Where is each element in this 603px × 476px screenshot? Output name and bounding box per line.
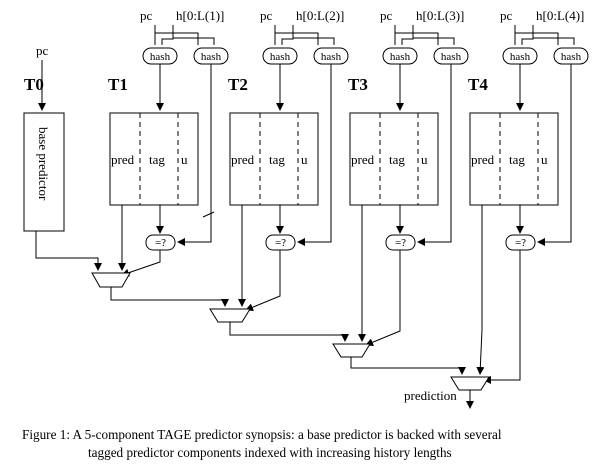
prediction-label: prediction xyxy=(404,388,457,403)
t1-hash-tag-label: hash xyxy=(201,51,222,63)
t4-pred-label: pred xyxy=(471,152,495,167)
t3-mux xyxy=(332,343,371,358)
t2-group: pc h[0:L(2)] hash hash T2 pred tag u =? xyxy=(209,8,349,342)
t3-pred-label: pred xyxy=(351,152,375,167)
base-predictor-box xyxy=(23,112,65,232)
t3-title: T3 xyxy=(348,75,368,94)
t1-pred-label: pred xyxy=(111,152,135,167)
t4-hash-tag-label: hash xyxy=(561,51,582,63)
t1-hash-index-label: hash xyxy=(150,51,171,63)
t4-pc-label: pc xyxy=(500,8,513,23)
t0-pc-label: pc xyxy=(36,43,49,58)
t3-history-label: h[0:L(3)] xyxy=(416,8,464,23)
t3-u-label: u xyxy=(421,152,428,167)
t4-group: pc h[0:L(4)] hash hash T4 pred tag u =? … xyxy=(404,8,589,409)
t2-compare-label: =? xyxy=(275,237,286,249)
t1-history-label: h[0:L(1)] xyxy=(176,8,224,23)
t4-mux xyxy=(450,376,490,391)
t3-pc-label: pc xyxy=(380,8,393,23)
base-predictor-label: base predictor xyxy=(36,127,51,201)
base-output-wire xyxy=(35,231,102,271)
base-predictor-group: pc T0 base predictor xyxy=(23,43,102,271)
t4-compare-label: =? xyxy=(515,237,526,249)
t1-wire-hist-hash2 xyxy=(172,25,215,45)
t4-title: T4 xyxy=(468,75,488,94)
t1-title: T1 xyxy=(108,75,128,94)
t2-pred-label: pred xyxy=(231,152,255,167)
t2-history-label: h[0:L(2)] xyxy=(296,8,344,23)
t1-tag-label: tag xyxy=(149,152,165,167)
t1-pc-label: pc xyxy=(140,8,153,23)
t3-hash-index-label: hash xyxy=(390,51,411,63)
t4-history-label: h[0:L(4)] xyxy=(536,8,584,23)
t2-table xyxy=(229,112,319,206)
t0-title: T0 xyxy=(24,75,44,94)
t3-compare-label: =? xyxy=(395,237,406,249)
t4-table xyxy=(469,112,559,206)
t3-table xyxy=(349,112,439,206)
t4-u-label: u xyxy=(541,152,548,167)
tage-diagram: pc T0 base predictor pc h[0:L(1)] hash h… xyxy=(23,8,589,409)
t2-u-label: u xyxy=(301,152,308,167)
t4-hash-index-label: hash xyxy=(510,51,531,63)
t1-wire-pc-hash2 xyxy=(155,32,199,45)
t1-table xyxy=(109,112,199,206)
t3-group: pc h[0:L(3)] hash hash T3 pred tag u =? xyxy=(332,8,469,375)
t3-tag-label: tag xyxy=(389,152,405,167)
t2-hash-tag-label: hash xyxy=(321,51,342,63)
t1-group: pc h[0:L(1)] hash hash T1 pred tag u =? xyxy=(91,8,229,307)
t1-mux xyxy=(91,272,131,288)
t1-wire-hist-hash1 xyxy=(161,25,174,45)
t2-mux xyxy=(209,308,251,323)
t2-pc-label: pc xyxy=(260,8,273,23)
t2-title: T2 xyxy=(228,75,248,94)
t1-u-label: u xyxy=(181,152,188,167)
caption-line-2: tagged predictor components indexed with… xyxy=(88,445,452,460)
t2-tag-label: tag xyxy=(269,152,285,167)
figure-caption: Figure 1: A 5-component TAGE predictor s… xyxy=(22,426,592,462)
t4-tag-label: tag xyxy=(509,152,525,167)
t3-hash-tag-label: hash xyxy=(441,51,462,63)
t1-compare-label: =? xyxy=(155,237,166,249)
stray-tick xyxy=(202,211,215,218)
caption-line-1: Figure 1: A 5-component TAGE predictor s… xyxy=(22,427,502,442)
t2-hash-index-label: hash xyxy=(270,51,291,63)
